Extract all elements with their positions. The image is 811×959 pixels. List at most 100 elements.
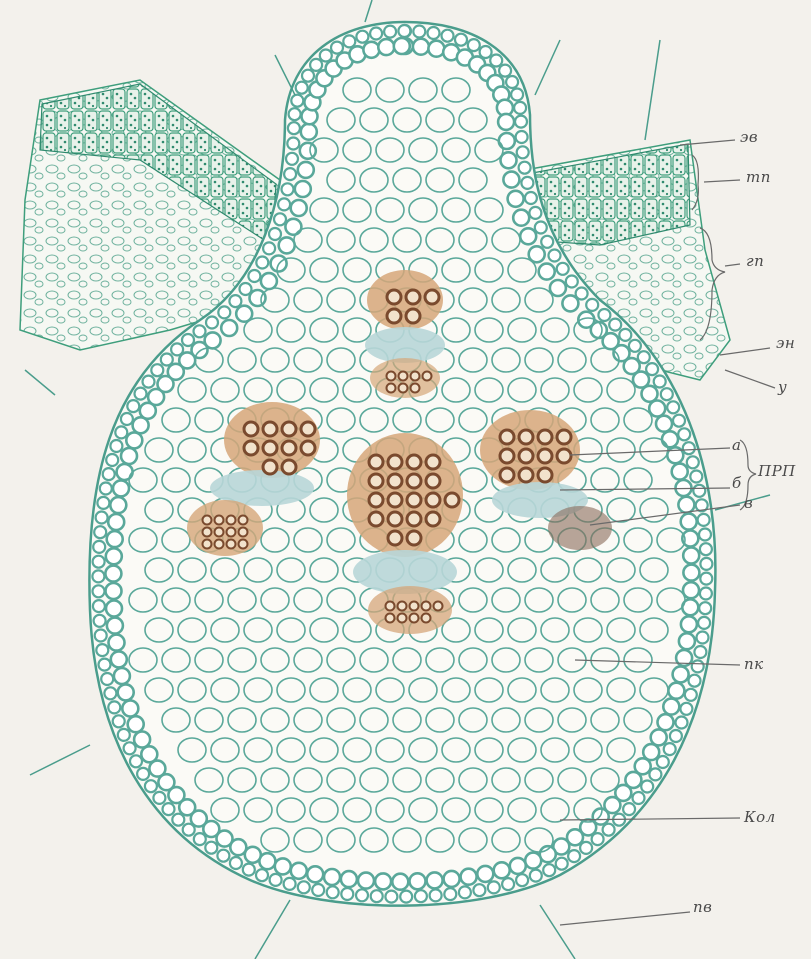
collenchyma-cell [229, 295, 241, 307]
collenchyma-cell [514, 102, 526, 114]
xylem-vessel [422, 614, 431, 623]
collenchyma-cell [278, 198, 290, 210]
collenchyma-cell [108, 514, 124, 530]
collenchyma-cell [699, 529, 711, 541]
xylem-vessel [426, 493, 440, 507]
label-gp: гп [746, 252, 764, 270]
collenchyma-cell [307, 866, 323, 882]
collenchyma-cell [444, 888, 456, 900]
collenchyma-cell [662, 431, 678, 447]
collenchyma-cell [172, 814, 184, 826]
collenchyma-cell [111, 651, 127, 667]
collenchyma-cell [530, 870, 542, 882]
xylem-vessel [388, 531, 402, 545]
collenchyma-cell [444, 871, 460, 887]
xylem-vessel [369, 493, 383, 507]
xylem-vessel [500, 449, 514, 463]
collenchyma-cell [510, 858, 526, 874]
collenchyma-cell [700, 558, 712, 570]
label-b: б [732, 474, 742, 492]
collenchyma-cell [230, 857, 242, 869]
xylem-vessel [263, 422, 277, 436]
collenchyma-cell [256, 257, 268, 269]
collenchyma-cell [93, 600, 105, 612]
collenchyma-cell [96, 512, 108, 524]
collenchyma-cell [698, 617, 710, 629]
collenchyma-cell [681, 616, 697, 632]
xylem-vessel [387, 290, 401, 304]
collenchyma-cell [539, 264, 555, 280]
xylem-vessel [398, 614, 407, 623]
collenchyma-cell [370, 28, 382, 40]
collenchyma-cell [499, 65, 511, 77]
collenchyma-cell [609, 319, 621, 331]
xylem-vessel [411, 372, 420, 381]
collenchyma-cell [145, 780, 157, 792]
collenchyma-cell [356, 889, 368, 901]
xylem-vessel [425, 290, 439, 304]
xylem-vessel [387, 309, 401, 323]
xylem-vessel [227, 528, 236, 537]
collenchyma-cell [619, 329, 631, 341]
xylem-vessel [215, 528, 224, 537]
xylem-vessel [386, 614, 395, 623]
collenchyma-cell [327, 886, 339, 898]
collenchyma-cell [477, 866, 493, 882]
collenchyma-cell [641, 781, 653, 793]
xylem-vessel [282, 460, 296, 474]
xylem-vessel [557, 449, 571, 463]
xylem-vessel [282, 422, 296, 436]
xylem-vessel [369, 512, 383, 526]
collenchyma-cell [295, 181, 311, 197]
collenchyma-cell [109, 635, 125, 651]
collenchyma-cell [94, 526, 106, 538]
collenchyma-cell [106, 601, 122, 617]
collenchyma-cell [468, 39, 480, 51]
collenchyma-cell [667, 401, 679, 413]
xylem-vessel [500, 430, 514, 444]
xylem-vessel [426, 455, 440, 469]
xylem-vessel [244, 422, 258, 436]
collenchyma-cell [121, 413, 133, 425]
xylem-vessel [519, 468, 533, 482]
xylem-vessel [445, 493, 459, 507]
collenchyma-cell [694, 646, 706, 658]
xylem-vessel [410, 614, 419, 623]
collenchyma-cell [517, 146, 529, 158]
collenchyma-cell [413, 26, 425, 38]
collenchyma-cell [394, 38, 410, 54]
label-pk: пк [744, 655, 764, 673]
collenchyma-cell [269, 228, 281, 240]
collenchyma-cell [243, 864, 255, 876]
collenchyma-cell [100, 483, 112, 495]
collenchyma-cell [503, 172, 519, 188]
collenchyma-cell [525, 853, 541, 869]
collenchyma-cell [106, 583, 122, 599]
collenchyma-cell [543, 864, 555, 876]
collenchyma-cell [130, 755, 142, 767]
collenchyma-cell [501, 152, 517, 168]
xylem-vessel [388, 474, 402, 488]
collenchyma-cell [673, 666, 689, 682]
xylem-vessel [203, 540, 212, 549]
collenchyma-cell [515, 116, 527, 128]
collenchyma-cell [681, 514, 697, 530]
collenchyma-cell [217, 850, 229, 862]
label-prp: ПРП [758, 462, 796, 480]
collenchyma-cell [516, 131, 528, 143]
collenchyma-cell [670, 730, 682, 742]
collenchyma-cell [279, 237, 295, 253]
xylem-vessel [215, 516, 224, 525]
collenchyma-cell [385, 891, 397, 903]
xylem-vessel [386, 602, 395, 611]
collenchyma-cell [301, 124, 317, 140]
collenchyma-cell [302, 70, 314, 82]
collenchyma-cell [296, 82, 308, 94]
collenchyma-cell [692, 660, 704, 672]
collenchyma-cell [378, 39, 394, 55]
collenchyma-cell [115, 426, 127, 438]
collenchyma-cell [135, 388, 147, 400]
collenchyma-cell [392, 874, 408, 890]
